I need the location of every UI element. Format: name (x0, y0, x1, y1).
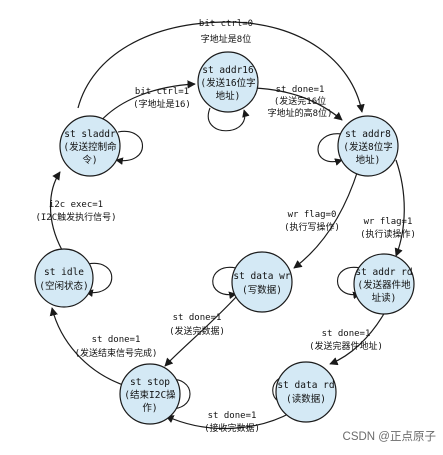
state-name: st idle (44, 267, 84, 278)
self-loop-addr-rd (336, 266, 361, 300)
state-data-rd: st data rd (读数据) (275, 361, 337, 423)
transition-edges (49, 21, 405, 430)
state-name: st addr8 (345, 129, 391, 140)
self-loop-addr16 (207, 107, 250, 132)
edge-label-description: (执行读操作) (360, 228, 416, 240)
edge-label-description: (发送结束信号完成) (75, 347, 158, 359)
state-description: (结束I2C操 (124, 389, 176, 401)
edge-label-condition: st done=1 (208, 411, 257, 421)
edge-label-description: (发送完16位 (274, 95, 326, 107)
self-loop-data-wr (212, 266, 237, 300)
edge-label-description: (执行写操作) (284, 221, 340, 233)
state-addr8: st addr8 (发送8位字 地址) (337, 115, 399, 177)
edge-label-condition: st done=1 (92, 335, 141, 345)
state-addr-rd: st addr rd (发送器件地 址读) (353, 253, 415, 315)
state-name: st sladdr (64, 129, 116, 140)
transition-labels: bit ctrl=0 字地址是8位 bit ctrl=1 (字地址是16) st… (35, 19, 415, 434)
self-loop-idle (85, 262, 113, 297)
state-name: st stop (130, 377, 170, 388)
state-name: st data rd (277, 380, 334, 391)
edge-label-description: (接收完数据) (204, 422, 260, 434)
edge-data-rd-to-stop (165, 411, 293, 430)
edge-label-description: (I2C触发执行信号) (35, 211, 116, 223)
state-description: (发送器件地 (357, 279, 411, 291)
edge-addr8-to-addr-rd (394, 159, 405, 257)
edge-label-condition: wr flag=0 (288, 210, 337, 220)
state-name: st addr16 (202, 65, 254, 76)
edge-sladdr-to-addr8 (77, 21, 365, 113)
state-sladdr: st sladdr (发送控制命 令) (59, 115, 121, 177)
edge-data-wr-to-stop (164, 294, 239, 367)
edge-sladdr-to-addr16 (97, 80, 196, 125)
state-description: (发送8位字 (343, 141, 392, 153)
state-description: 地址) (356, 154, 381, 166)
state-addr16: st addr16 (发送16位字 地址) (197, 51, 259, 113)
edge-label-condition: i2c exec=1 (49, 200, 103, 210)
edge-label-description: (发送完器件地址) (309, 340, 383, 352)
edge-label-condition: st done=1 (322, 329, 371, 339)
edge-addr16-to-addr8 (254, 87, 343, 121)
state-description: (读数据) (286, 393, 326, 405)
state-description: 址读) (372, 292, 397, 304)
edge-addr8-to-data-wr (293, 169, 359, 269)
edge-stop-to-idle (49, 307, 127, 387)
edge-label-condition: wr flag=1 (364, 217, 413, 227)
self-loop-addr8 (317, 133, 343, 166)
state-description: (发送16位字 (200, 77, 255, 89)
edge-idle-to-sladdr (49, 171, 63, 251)
edge-label-description: (字地址是16) (133, 98, 191, 110)
csdn-watermark: CSDN @正点原子 (343, 430, 436, 443)
edge-label-condition: st done=1 (276, 85, 325, 95)
state-data-wr: st data wr (写数据) (231, 251, 293, 313)
edge-addr-rd-to-data-rd (329, 311, 386, 366)
state-name: st data wr (233, 271, 290, 282)
edge-label-description: (发送完数据) (169, 325, 225, 337)
edge-label-condition: bit ctrl=1 (135, 87, 189, 97)
state-stop: st stop (结束I2C操 作) (119, 363, 181, 425)
edge-label-condition: st done=1 (173, 313, 222, 323)
edge-label-description: 字地址的高8位) (268, 107, 333, 119)
state-idle: st idle (空闲状态) (34, 248, 94, 308)
state-name: st addr rd (355, 267, 412, 278)
state-description: 作) (142, 402, 157, 414)
self-loop-sladdr (115, 130, 143, 165)
edge-label-description: 字地址是8位 (201, 33, 251, 45)
state-description: (空闲状态) (39, 280, 88, 292)
state-description: 令) (82, 154, 97, 166)
self-loops (85, 107, 361, 414)
edge-label-condition: bit ctrl=0 (199, 19, 253, 29)
state-description: (写数据) (242, 284, 282, 296)
state-description: 地址) (216, 90, 241, 102)
state-description: (发送控制命 (63, 141, 117, 153)
